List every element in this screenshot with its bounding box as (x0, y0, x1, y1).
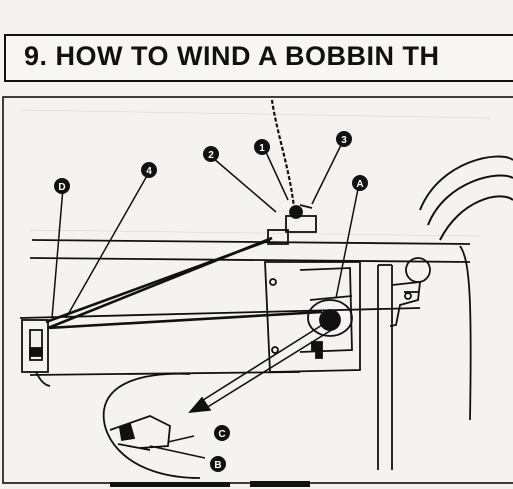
detail-pointer-arrow (188, 319, 339, 413)
svg-text:B: B (214, 460, 221, 471)
callout-D: D (54, 178, 70, 194)
svg-text:1: 1 (259, 143, 265, 154)
callout-A: A (352, 175, 368, 191)
thread-guide-assembly (267, 204, 317, 245)
section-title: 9. HOW TO WIND A BOBBIN TH (24, 41, 440, 71)
svg-text:D: D (58, 182, 65, 193)
svg-text:2: 2 (208, 150, 214, 161)
bottom-edge-text (110, 481, 310, 487)
callout-2: 2 (203, 146, 219, 162)
face-plate (264, 261, 361, 373)
machine-arm (19, 239, 472, 421)
background-texture (19, 109, 491, 237)
section-title-box (4, 34, 513, 82)
thread-from-spool (270, 99, 296, 209)
svg-text:4: 4 (146, 166, 152, 177)
callout-C: C (214, 425, 230, 441)
left-end-plate (21, 319, 49, 373)
callout-3: 3 (336, 131, 352, 147)
callout-leaders (51, 140, 360, 459)
thread-path (45, 236, 323, 330)
thread-takeup-column (377, 257, 431, 470)
callout-markers: 2 1 3 4 D A C (54, 131, 368, 472)
detail-inset (102, 372, 201, 479)
svg-text:A: A (356, 179, 363, 190)
figure-frame (2, 96, 513, 484)
callout-4: 4 (141, 162, 157, 178)
svg-text:3: 3 (341, 135, 347, 146)
svg-text:C: C (218, 429, 225, 440)
callout-1: 1 (254, 139, 270, 155)
callout-B: B (210, 456, 226, 472)
handwheel (419, 155, 513, 241)
